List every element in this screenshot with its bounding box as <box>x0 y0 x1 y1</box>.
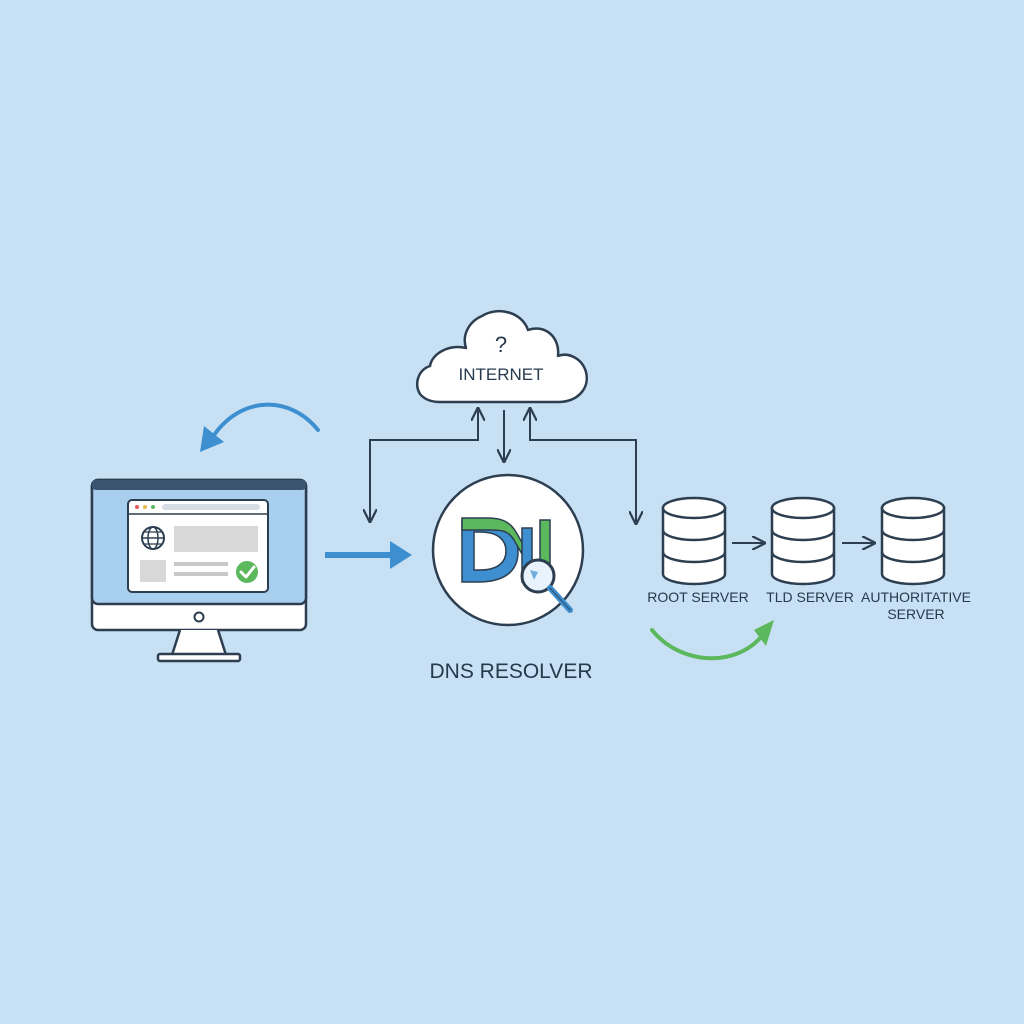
dns-resolver-label: DNS RESOLVER <box>430 660 593 683</box>
globe-icon <box>141 526 165 550</box>
authoritative-server-label: AUTHORITATIVE <box>861 589 971 605</box>
cloud-icon: ? INTERNET <box>416 310 589 404</box>
return-arrow <box>200 402 320 452</box>
computer-icon <box>90 478 308 663</box>
query-arrow <box>325 541 412 569</box>
authoritative-server-label-line2: SERVER <box>887 606 944 622</box>
resolution-arrow <box>650 620 774 661</box>
root-server <box>661 496 727 586</box>
connector-lines <box>370 410 636 522</box>
tld-server-label: TLD SERVER <box>766 589 854 605</box>
check-icon <box>234 559 260 585</box>
database-icon <box>661 496 727 586</box>
database-icon <box>770 496 836 586</box>
database-icon <box>880 496 946 586</box>
magnifier-icon <box>520 558 573 613</box>
root-server-label: ROOT SERVER <box>647 589 748 605</box>
tld-server <box>770 496 836 586</box>
authoritative-server <box>880 496 946 586</box>
dns-resolver: DNS RESOLVER <box>430 473 593 683</box>
cloud-question-mark: ? <box>495 332 507 357</box>
internet-label: INTERNET <box>459 365 544 384</box>
browser-window <box>127 499 269 593</box>
